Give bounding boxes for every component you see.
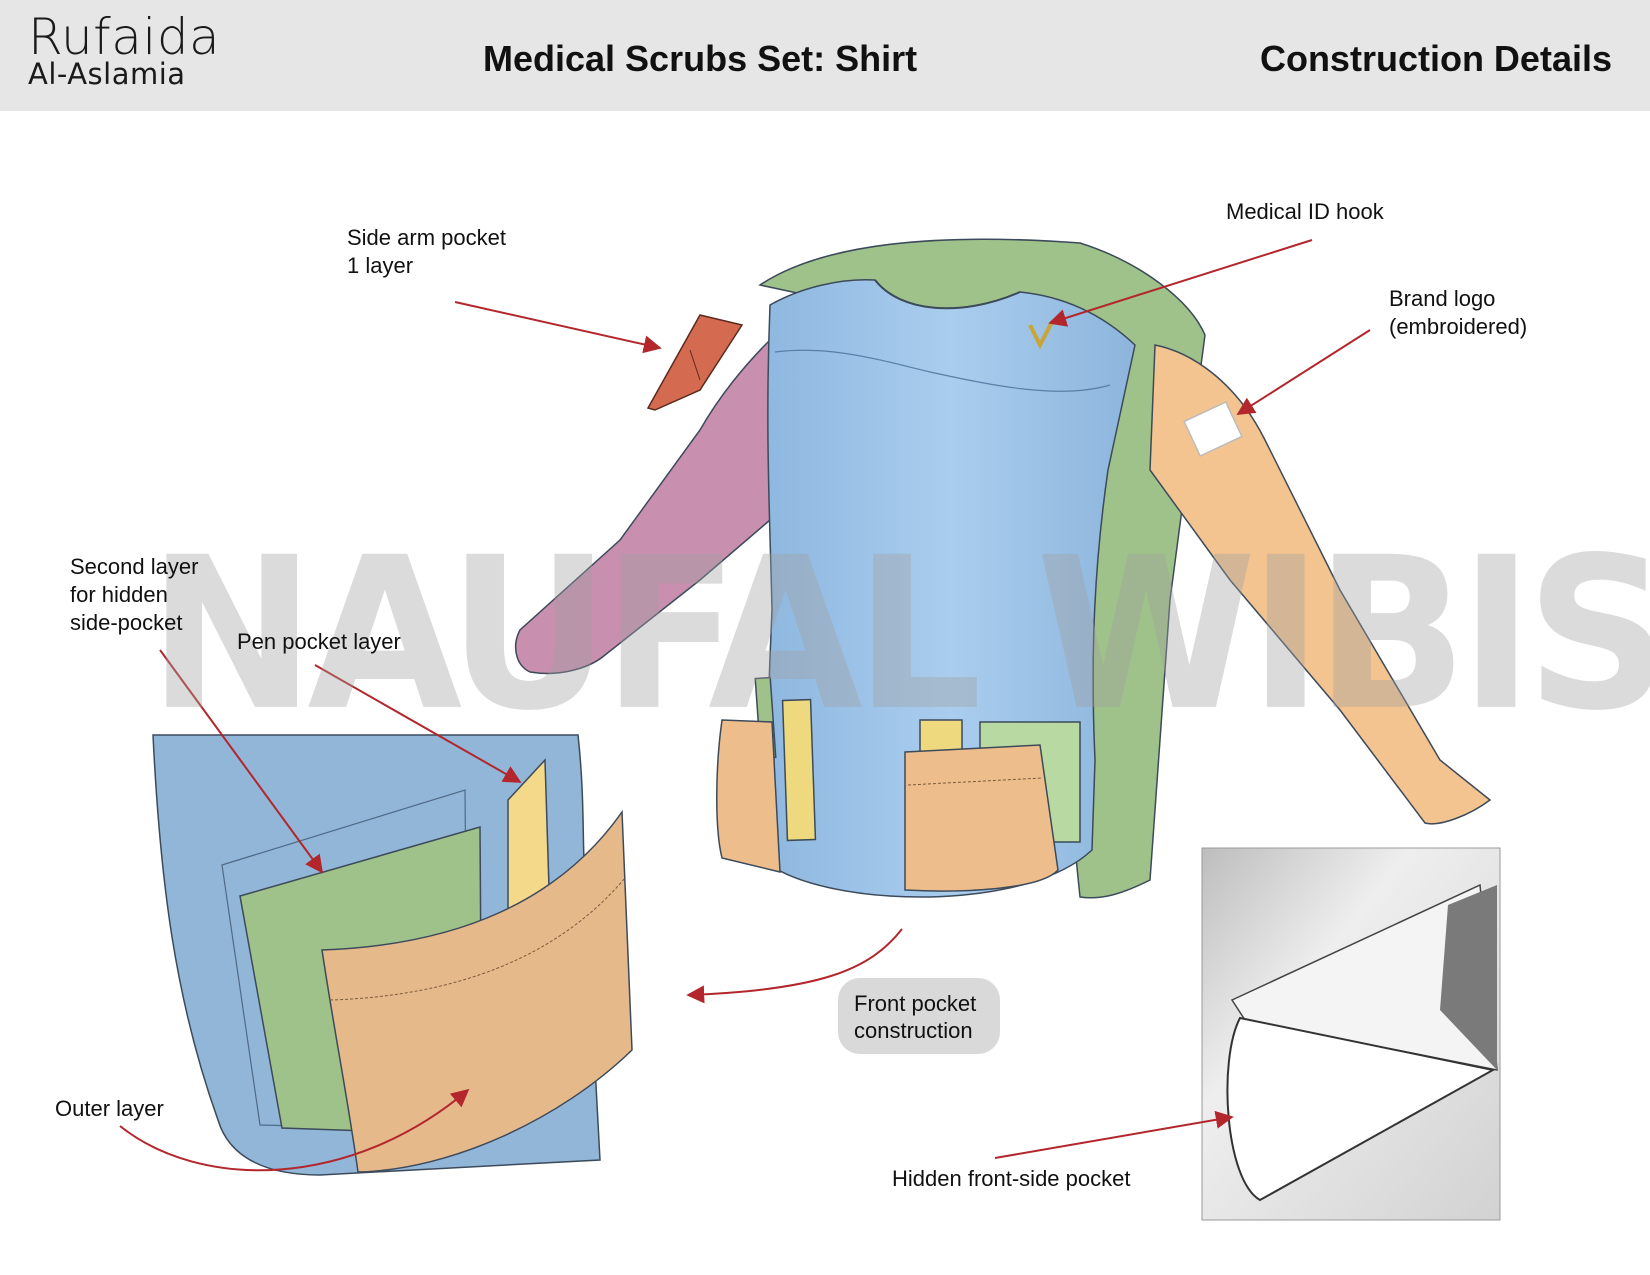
- label-pen-pocket: Pen pocket layer: [237, 629, 401, 654]
- closeup-outer-layer-hem: [329, 877, 626, 1001]
- front-pen-pocket-yellow: [781, 698, 817, 842]
- brand-name-line2: Al-Aslamia: [28, 57, 186, 91]
- arrow-pen-pocket: [314, 664, 522, 783]
- label-brand-logo: Brand logo (embroidered): [1389, 286, 1528, 339]
- side-arm-pocket-shape: [646, 314, 744, 411]
- arrow-hidden-pocket: [994, 1110, 1234, 1159]
- brand-logo-patch: [1183, 401, 1243, 457]
- hidden-pocket-closeup: [1201, 847, 1501, 1221]
- hidden-pocket-dark-interior: [1440, 885, 1497, 1070]
- arrow-brand-logo: [1236, 329, 1371, 415]
- page-subtitle: Construction Details: [1259, 38, 1612, 79]
- front-pocket-right-hem: [907, 777, 1043, 786]
- label-medical-id-hook: Medical ID hook: [1226, 199, 1384, 224]
- front-pocket-left: [716, 719, 781, 873]
- arrow-second-layer: [159, 649, 324, 874]
- neckline: [874, 279, 1021, 310]
- page-title: Medical Scrubs Set: Shirt: [483, 38, 918, 79]
- header-bar: Rufaida Al-Aslamia Medical Scrubs Set: S…: [0, 0, 1650, 111]
- pocket-closeup-illustration: [152, 734, 633, 1176]
- arrow-front-pocket: [686, 928, 903, 1004]
- label-outer-layer: Outer layer: [55, 1096, 164, 1121]
- shirt-illustration: [514, 238, 1492, 899]
- brand-logo: Rufaida Al-Aslamia: [28, 12, 220, 89]
- label-hidden-pocket: Hidden front-side pocket: [892, 1166, 1131, 1191]
- medical-id-hook-icon: [1028, 321, 1054, 350]
- label-second-layer: Second layer for hidden side-pocket: [70, 554, 199, 635]
- hidden-pocket-lower-fold: [1226, 1016, 1496, 1202]
- right-sleeve: [1149, 344, 1492, 825]
- front-pocket-right: [904, 744, 1059, 892]
- arrow-outer-layer: [119, 1088, 470, 1172]
- closeup-outer-layer: [321, 809, 633, 1173]
- left-sleeve: [514, 338, 771, 675]
- annotation-arrows: [119, 239, 1371, 1172]
- arrow-side-arm-pocket: [454, 301, 662, 354]
- side-arm-pocket-fold: [689, 349, 701, 381]
- label-side-arm-pocket: Side arm pocket 1 layer: [347, 225, 506, 278]
- arrow-medical-id-hook: [1048, 239, 1313, 327]
- label-front-pocket: Front pocket construction: [838, 978, 1000, 1054]
- brand-name-line1: Rufaida: [28, 8, 221, 66]
- yoke-seam: [774, 349, 1111, 392]
- diagram-canvas: [119, 238, 1501, 1221]
